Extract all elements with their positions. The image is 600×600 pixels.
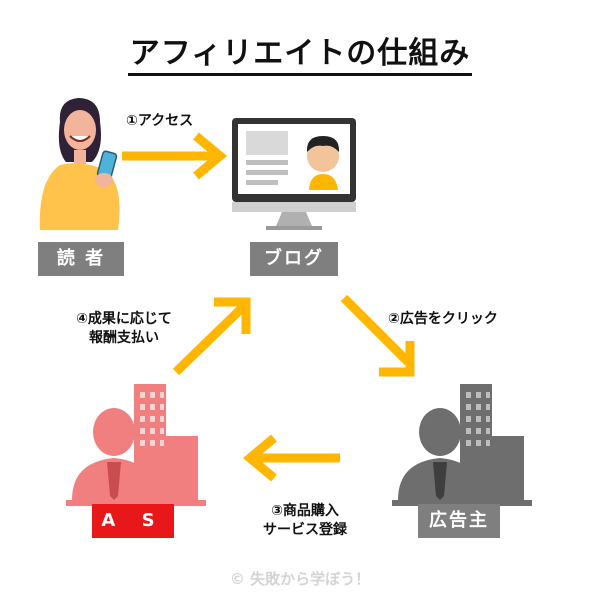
blog-label: ブログ xyxy=(250,242,338,276)
advertiser-label: 広告主 xyxy=(418,504,500,538)
step-1-label: ①アクセス xyxy=(126,113,194,129)
step-3-label: ③商品購入 サービス登録 xyxy=(255,502,355,540)
blog-monitor-illustration xyxy=(232,118,356,230)
arrow-reader-to-blog xyxy=(122,132,228,180)
copyright-text: © 失敗から学ぼう！ xyxy=(229,570,371,588)
step-4-line-2: 報酬支払い xyxy=(89,330,159,346)
step-4-line-1: ④成果に応じて xyxy=(76,311,172,327)
asp-building-illustration xyxy=(66,384,206,506)
step-3-line-1: ③商品購入 xyxy=(271,503,339,519)
step-4-label: ④成果に応じて 報酬支払い xyxy=(70,310,178,348)
reader-label: 読 者 xyxy=(38,242,124,276)
arrow-blog-to-advertiser xyxy=(340,294,415,377)
asp-label: A S P xyxy=(92,504,174,565)
advertiser-building-illustration xyxy=(392,384,532,506)
step-3-line-2: サービス登録 xyxy=(263,522,347,538)
title-text: アフィリエイトの仕組み xyxy=(127,36,473,76)
arrow-asp-to-blog xyxy=(172,297,251,376)
reader-illustration xyxy=(39,98,120,230)
diagram-title: アフィリエイトの仕組み xyxy=(0,28,600,76)
arrow-advertiser-to-asp xyxy=(242,434,340,482)
step-2-label: ②広告をクリック xyxy=(388,311,498,327)
